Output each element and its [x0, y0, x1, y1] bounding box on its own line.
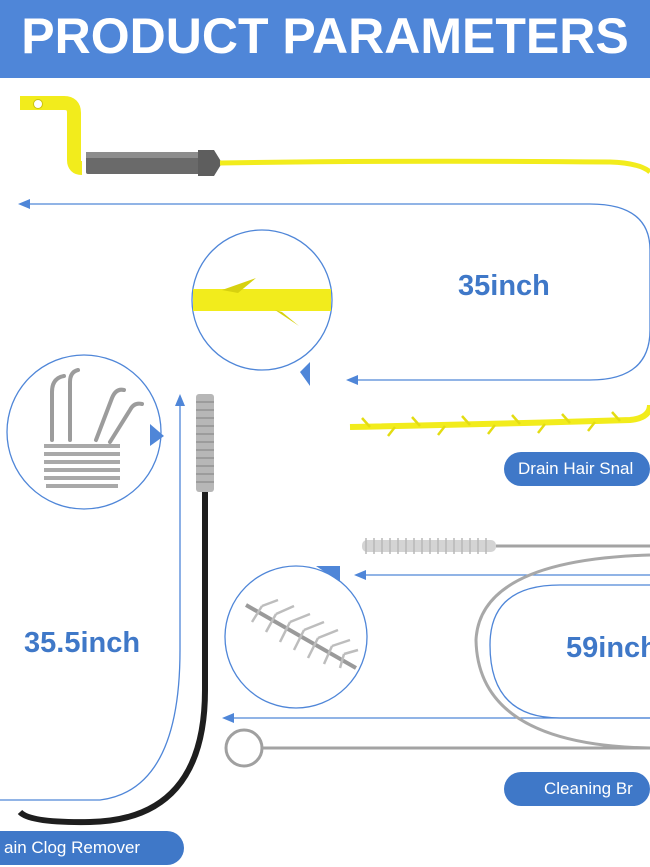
cleaning-brush-zoom [224, 565, 368, 709]
hair-snake-barb-zoom [191, 229, 333, 386]
hair-snake-length-label: 35inch [458, 270, 550, 302]
page-title: PRODUCT PARAMETERS [21, 8, 629, 64]
hair-snake-dimension-guide [24, 203, 650, 381]
arrow-up-icon [175, 394, 185, 406]
clog-remover-length-label: 35.5inch [24, 627, 141, 659]
drain-clog-remover-label: ain Clog Remover [0, 831, 184, 865]
cleaning-brush-dimension-guide [228, 574, 650, 719]
arrow-left-icon [354, 570, 366, 580]
zoom-pointer-icon [150, 424, 164, 446]
clog-remover-claw-zoom [6, 354, 164, 510]
drain-hair-snake-label: Drain Hair Snal [504, 452, 650, 486]
zoom-pointer-icon [316, 566, 340, 582]
arrow-left-icon [18, 199, 30, 209]
arrow-left-icon [346, 375, 358, 385]
cleaning-brush-label: Cleaning Br [504, 772, 650, 806]
hair-snake-tool [20, 96, 650, 176]
hair-snake-barbed-strip [349, 404, 650, 437]
clog-remover-dimension-guide [0, 402, 181, 801]
arrow-left-icon [222, 713, 234, 723]
header-banner [0, 0, 650, 78]
cleaning-brush-length-label: 59inch [566, 632, 650, 664]
zoom-pointer-icon [300, 362, 310, 386]
clog-remover-tool [17, 394, 214, 826]
cleaning-brush-tool [224, 538, 650, 768]
